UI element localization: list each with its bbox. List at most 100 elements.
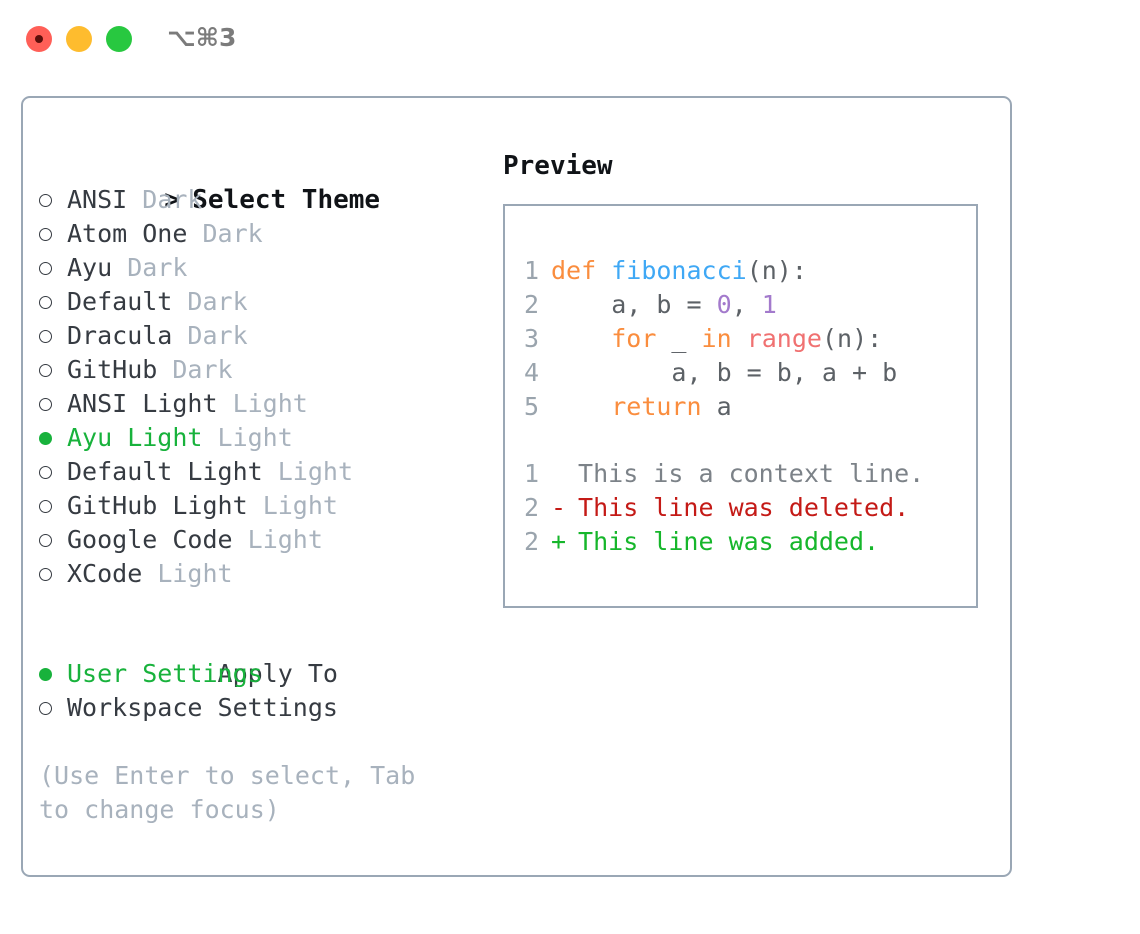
theme-variant-tag: Dark xyxy=(187,287,248,316)
theme-list-item[interactable]: Ayu Light Light xyxy=(39,421,479,455)
theme-name-label: ANSI xyxy=(67,185,128,214)
code-token: in xyxy=(701,324,732,353)
minimize-window-button[interactable] xyxy=(66,26,92,52)
diff-line: 2 + This line was added. xyxy=(517,525,970,559)
theme-list-title: Select Theme xyxy=(192,185,381,215)
radio-unselected-icon xyxy=(39,557,67,591)
theme-list-item[interactable]: ANSI Dark xyxy=(39,183,479,217)
radio-selected-icon xyxy=(39,421,67,455)
radio-dot xyxy=(39,398,52,411)
prompt-caret-icon: > xyxy=(164,185,180,215)
theme-variant-tag: Light xyxy=(232,389,308,418)
maximize-window-button[interactable] xyxy=(106,26,132,52)
theme-list-header: > Select Theme xyxy=(39,149,479,215)
code-token: a xyxy=(701,392,732,421)
radio-selected-icon xyxy=(39,657,67,691)
theme-name-label: Atom One xyxy=(67,219,188,248)
recording-indicator-icon xyxy=(35,35,43,43)
theme-name-label: Ayu Light xyxy=(67,423,203,452)
diff-line: 2- This line was deleted. xyxy=(517,491,970,525)
diff-text: This line was deleted. xyxy=(563,493,910,522)
radio-unselected-icon xyxy=(39,489,67,523)
code-token: def xyxy=(551,256,612,285)
radio-unselected-icon xyxy=(39,319,67,353)
theme-variant-tag: Dark xyxy=(172,355,233,384)
theme-name-label: GitHub xyxy=(67,355,158,384)
theme-list-item[interactable]: Default Dark xyxy=(39,285,479,319)
theme-name-label: Ayu xyxy=(67,253,113,282)
theme-variant-tag: Light xyxy=(262,491,338,520)
diff-line-number: 2 xyxy=(523,527,539,556)
code-line: 2 a, b = 0, 1 xyxy=(517,288,970,322)
diff-line-number: 1 xyxy=(523,459,539,488)
radio-dot xyxy=(39,466,52,479)
radio-dot xyxy=(39,194,52,207)
radio-unselected-icon xyxy=(39,217,67,251)
diff-sign: + xyxy=(551,527,567,556)
code-token: 1 xyxy=(761,290,777,319)
code-token: _ xyxy=(656,324,702,353)
radio-dot xyxy=(39,296,52,309)
theme-variant-tag: Light xyxy=(247,525,323,554)
diff-sign: - xyxy=(551,493,567,522)
theme-list-item[interactable]: GitHub Dark xyxy=(39,353,479,387)
theme-list-item[interactable]: Ayu Dark xyxy=(39,251,479,285)
preview-title: Preview xyxy=(503,151,613,181)
code-token: (n): xyxy=(746,256,807,285)
radio-dot xyxy=(39,668,52,681)
radio-dot xyxy=(39,364,52,377)
theme-name-label: Default xyxy=(67,287,173,316)
diff-sample: 1 This is a context line.2- This line wa… xyxy=(517,457,970,559)
code-token: , xyxy=(731,290,762,319)
diff-line-number: 2 xyxy=(523,493,539,522)
theme-variant-tag: Dark xyxy=(187,321,248,350)
radio-dot xyxy=(39,262,52,275)
theme-name-label: ANSI Light xyxy=(67,389,218,418)
code-line-number: 5 xyxy=(523,392,539,421)
code-token: 0 xyxy=(716,290,732,319)
window-titlebar: ⌥⌘3 xyxy=(0,0,1140,78)
apply-to-option[interactable]: User Settings xyxy=(39,657,479,691)
theme-variant-tag: Dark xyxy=(202,219,263,248)
theme-list-item[interactable]: ANSI Light Light xyxy=(39,387,479,421)
theme-variant-tag: Light xyxy=(217,423,293,452)
apply-to-option[interactable]: Workspace Settings xyxy=(39,691,479,725)
theme-variant-tag: Dark xyxy=(142,185,203,214)
diff-text: This line was added. xyxy=(563,527,880,556)
code-token: for xyxy=(611,324,657,353)
code-line: 3 for _ in range(n): xyxy=(517,322,970,356)
theme-list-item[interactable]: XCode Light xyxy=(39,557,479,591)
radio-unselected-icon xyxy=(39,523,67,557)
code-token xyxy=(551,392,611,421)
theme-variant-tag: Dark xyxy=(127,253,188,282)
theme-name-label: Default Light xyxy=(67,457,263,486)
theme-list-item[interactable]: Atom One Dark xyxy=(39,217,479,251)
theme-list-item[interactable]: Google Code Light xyxy=(39,523,479,557)
radio-dot xyxy=(39,568,52,581)
theme-variant-tag: Light xyxy=(277,457,353,486)
radio-dot xyxy=(39,432,52,445)
diff-line: 1 This is a context line. xyxy=(517,457,970,491)
code-line-number: 3 xyxy=(523,324,539,353)
radio-unselected-icon xyxy=(39,251,67,285)
diff-sign xyxy=(551,457,563,491)
theme-list-item[interactable]: GitHub Light Light xyxy=(39,489,479,523)
radio-unselected-icon xyxy=(39,691,67,725)
theme-list-item[interactable]: Default Light Light xyxy=(39,455,479,489)
code-token: a, b = b, a + b xyxy=(551,358,898,387)
theme-list-item[interactable]: Dracula Dark xyxy=(39,319,479,353)
code-token: fibonacci xyxy=(611,256,747,285)
theme-name-label: GitHub Light xyxy=(67,491,248,520)
radio-unselected-icon xyxy=(39,183,67,217)
diff-text: This is a context line. xyxy=(563,459,925,488)
